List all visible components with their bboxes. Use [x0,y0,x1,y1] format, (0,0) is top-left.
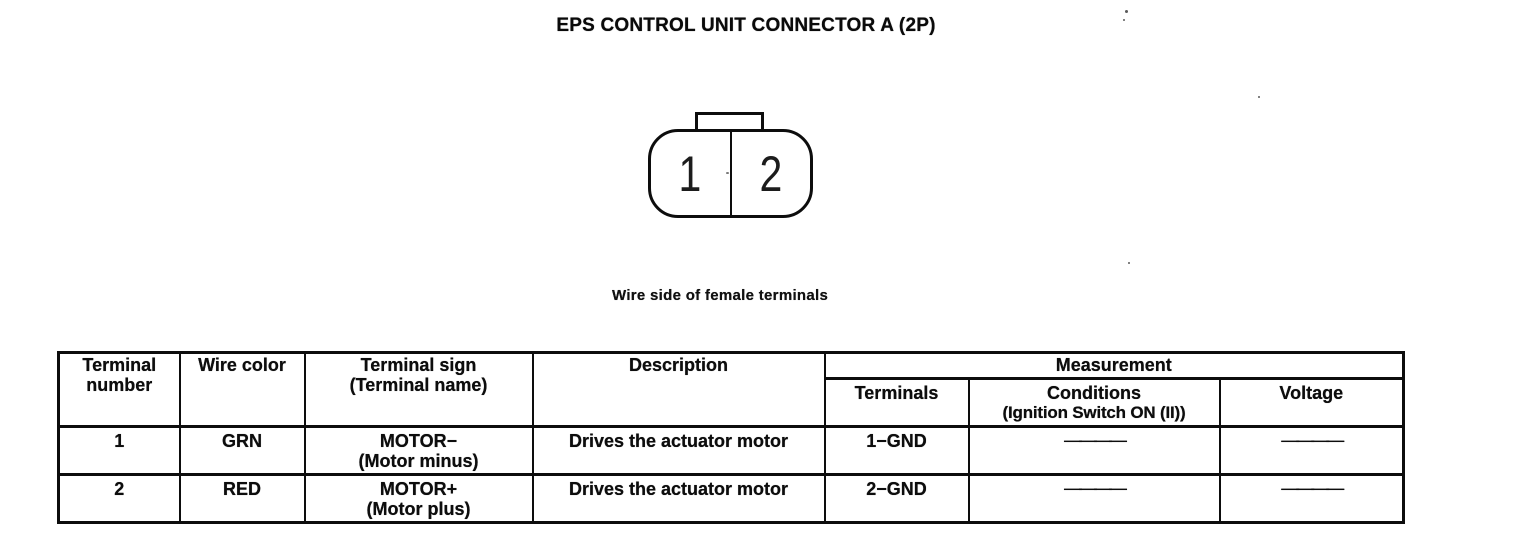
cell-voltage: ———— [1218,425,1405,476]
cell-terminals: 1−GND [823,425,970,476]
no-condition-dash: ———— [1064,478,1127,498]
col-header-terminal-sign-line2: (Terminal name) [349,375,488,395]
table-header-row-2: Terminals Conditions (Ignition Switch ON… [59,377,1405,428]
page-title: EPS CONTROL UNIT CONNECTOR A (2P) [556,15,936,36]
terminal-sign-value: MOTOR− [379,431,458,451]
table-row-terminal-2: 2 RED MOTOR+ (Motor plus) Drives the act… [57,473,1405,524]
pin-1-label: 1 [678,145,702,202]
cell-terminal-number: 2 [57,473,181,524]
wire-side-caption: Wire side of female terminals [612,287,829,304]
col-header-terminal-number-line2: number [86,375,153,395]
cell-conditions: ———— [967,425,1221,476]
col-header-description: Description [531,351,826,428]
no-condition-dash: ———— [1064,430,1127,450]
col-header-conditions: Conditions (Ignition Switch ON (II)) [967,377,1221,428]
table-row-terminal-1: 1 GRN MOTOR− (Motor minus) Drives the ac… [57,425,1405,476]
table-header-row-1: Terminal number Wire color Terminal sign… [57,351,1405,428]
cell-terminal-sign: MOTOR− (Motor minus) [303,425,534,476]
connector-cavity-2: 2 [732,132,811,215]
terminal-name-value: (Motor minus) [358,451,479,471]
scan-speck [1128,262,1130,264]
terminal-pinout-table: Terminal number Wire color Terminal sign… [57,351,1406,524]
scan-speck [726,172,729,174]
cell-terminal-sign: MOTOR+ (Motor plus) [303,473,534,524]
connector-lock-tab [695,112,764,132]
connector-body: 1 2 [648,129,813,218]
col-header-terminal-number: Terminal number [57,351,181,428]
connector-cavity-divider [729,132,732,215]
col-header-voltage: Voltage [1218,377,1405,428]
cell-terminal-number: 1 [57,425,181,476]
col-header-conditions-line2: (Ignition Switch ON (II)) [1002,403,1186,422]
cell-voltage: ———— [1218,473,1405,524]
no-voltage-dash: ———— [1281,478,1344,498]
scan-speck [1123,19,1125,21]
col-header-conditions-line1: Conditions [1047,383,1141,403]
cell-wire-color: RED [178,473,306,524]
terminal-name-value: (Motor plus) [366,499,471,519]
cell-terminals: 2−GND [823,473,970,524]
col-header-wire-color: Wire color [178,351,306,428]
col-header-terminal-sign: Terminal sign (Terminal name) [303,351,534,428]
scan-speck [1258,96,1260,98]
cell-wire-color: GRN [178,425,306,476]
col-header-terminals: Terminals [823,377,970,428]
col-header-terminal-sign-line1: Terminal sign [360,355,477,375]
terminal-sign-value: MOTOR+ [379,479,458,499]
cell-conditions: ———— [967,473,1221,524]
col-header-terminal-number-line1: Terminal [82,355,157,375]
connector-diagram: 1 2 [648,112,814,218]
cell-description: Drives the actuator motor [531,473,826,524]
scan-speck [1125,10,1128,13]
pin-2-label: 2 [759,145,783,202]
col-header-measurement: Measurement [823,351,1405,380]
no-voltage-dash: ———— [1281,430,1344,450]
cell-description: Drives the actuator motor [531,425,826,476]
connector-cavity-1: 1 [651,132,730,215]
